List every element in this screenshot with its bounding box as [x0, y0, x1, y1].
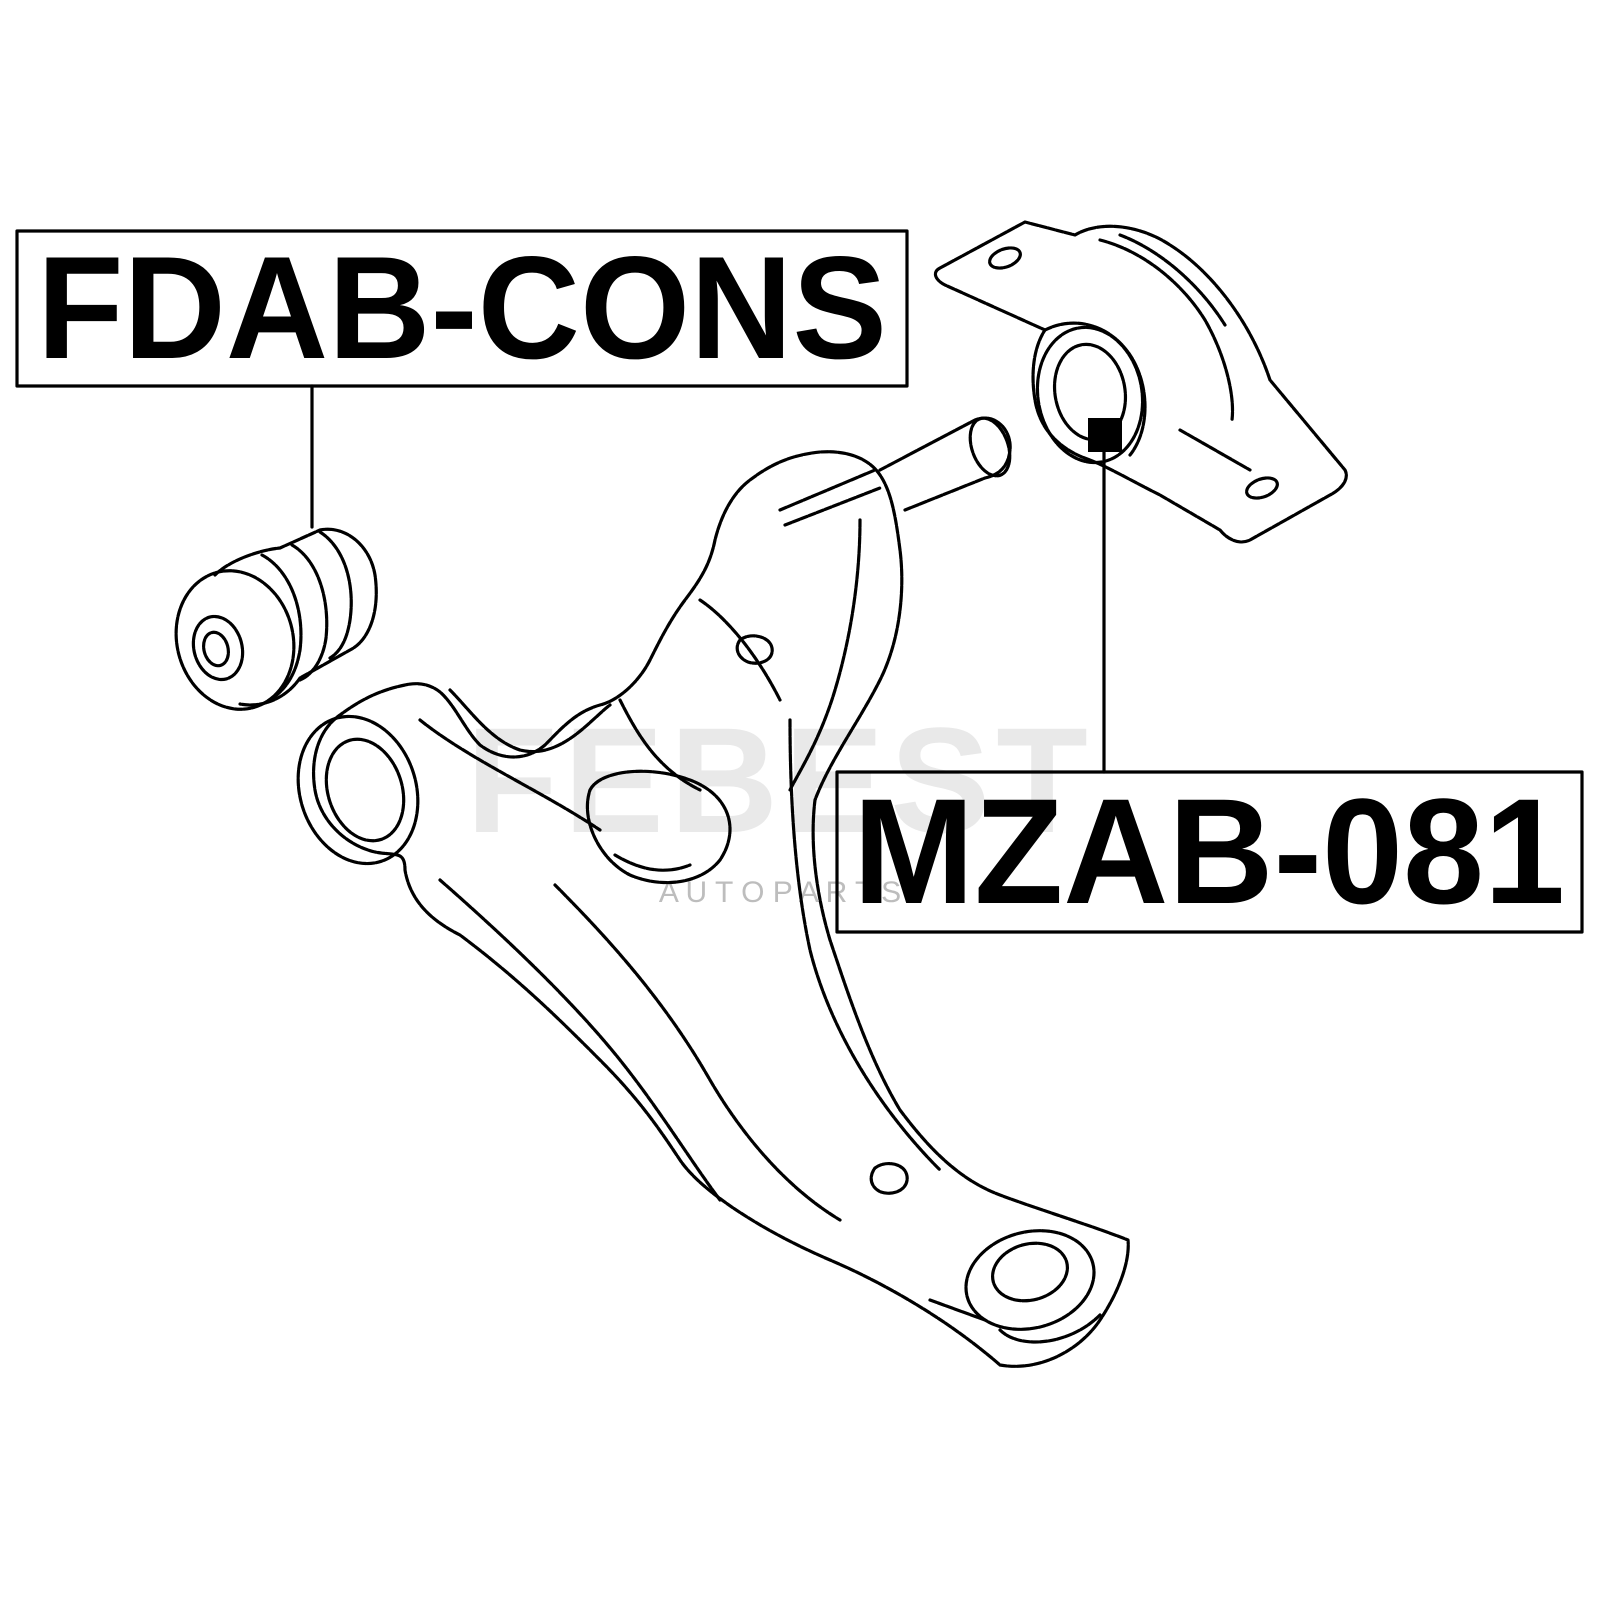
watermark-subtitle: A U T O P A R T S [659, 876, 901, 909]
bracket-bushing-drawing [933, 220, 1348, 544]
watermark-brand: FEBEST [466, 696, 1094, 864]
part-label-left: FDAB-CONS [15, 226, 909, 529]
bushing-drawing [174, 527, 378, 711]
part-number-right: MZAB-081 [853, 767, 1565, 935]
control-arm-drawing [296, 416, 1130, 1368]
label-box-left [15, 229, 909, 388]
part-number-left: FDAB-CONS [37, 226, 887, 389]
label-box-right [835, 770, 1584, 934]
watermark: FEBEST A U T O P A R T S [466, 696, 1094, 909]
part-label-right: MZAB-081 [835, 418, 1584, 935]
leader-marker-right [1088, 418, 1122, 452]
